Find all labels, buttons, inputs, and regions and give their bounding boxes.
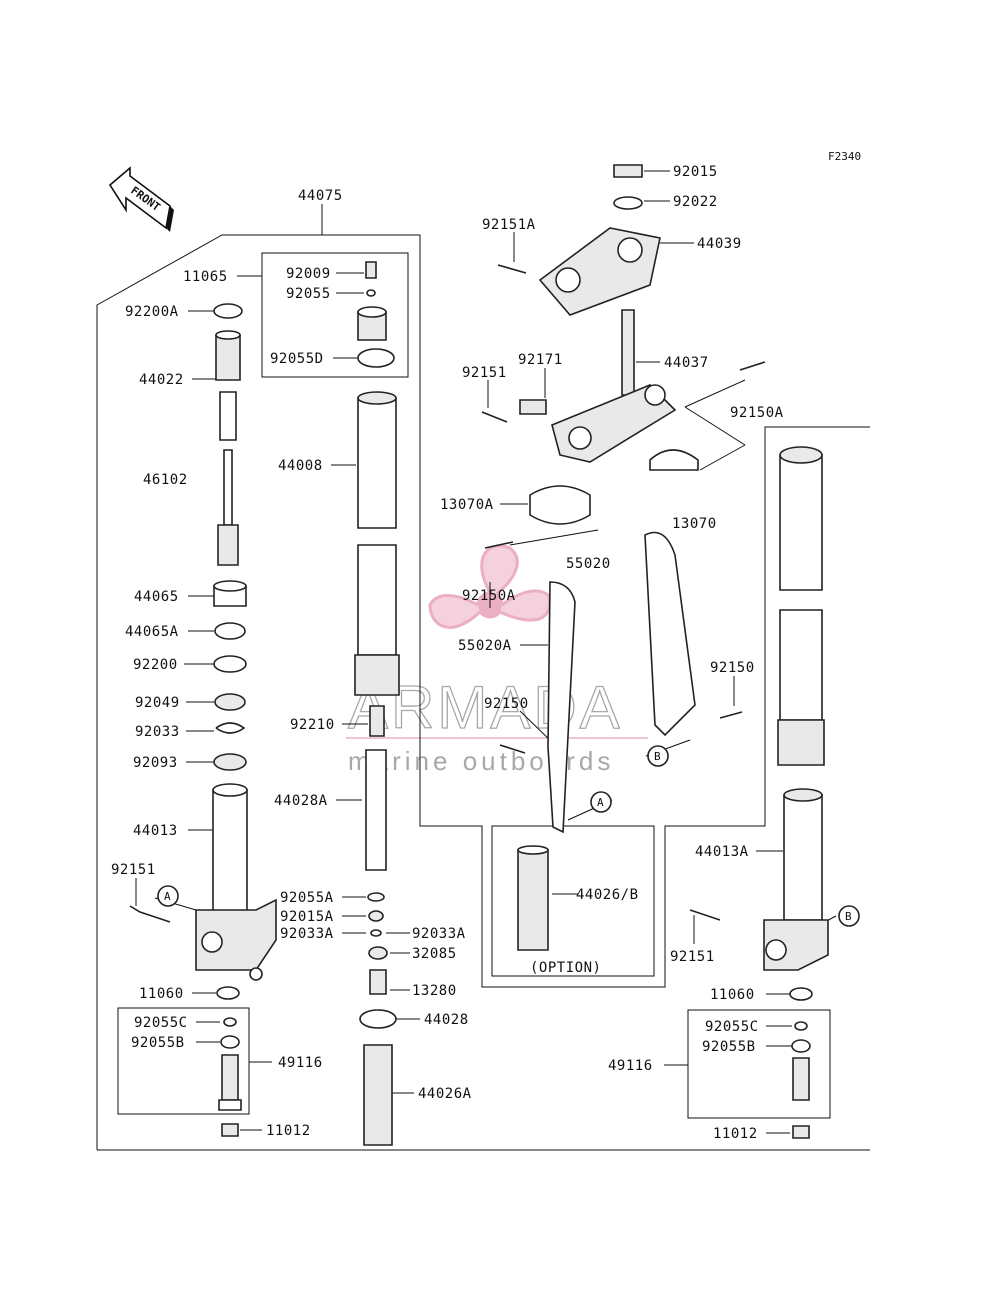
label-44013: 44013 [133, 823, 178, 839]
callout-b-right: B [845, 910, 852, 923]
figure-code: F2340 [828, 150, 861, 163]
left-fork-parts: A [129, 303, 277, 1137]
label-92033: 92033 [135, 724, 180, 740]
inset-box-option [491, 825, 655, 977]
assembly-outline-left [96, 234, 870, 1151]
label-44037: 44037 [664, 355, 709, 371]
label-44075: 44075 [298, 188, 343, 204]
label-92009: 92009 [286, 266, 331, 282]
callout-a-left: A [164, 890, 171, 903]
label-13070: 13070 [672, 516, 717, 532]
label-44026a: 44026A [418, 1086, 472, 1102]
fork-guard-parts: B A [499, 531, 743, 834]
label-44026b: 44026/B [576, 887, 639, 903]
label-44065a: 44065A [125, 624, 179, 640]
label-55020: 55020 [566, 556, 611, 572]
label-92055b-left: 92055B [131, 1035, 185, 1051]
label-92055c-left: 92055C [134, 1015, 188, 1031]
label-92150a-mid: 92150A [462, 588, 516, 604]
label-44039: 44039 [697, 236, 742, 252]
label-92055d: 92055D [270, 351, 324, 367]
label-92210: 92210 [290, 717, 335, 733]
label-92150a-top: 92150A [730, 405, 784, 421]
label-49116-left: 49116 [278, 1055, 323, 1071]
label-44065: 44065 [134, 589, 179, 605]
label-55020a: 55020A [458, 638, 512, 654]
option-spring [517, 845, 549, 951]
label-92151a: 92151A [482, 217, 536, 233]
label-92151-left: 92151 [111, 862, 156, 878]
label-44008: 44008 [278, 458, 323, 474]
right-fork-parts: B [689, 446, 860, 1139]
label-option: (OPTION) [530, 960, 601, 976]
label-11012-right: 11012 [713, 1126, 758, 1142]
label-92055a: 92055A [280, 890, 334, 906]
inset-box-49116-right [687, 1009, 831, 1119]
label-92033a-left: 92033A [280, 926, 334, 942]
label-92200: 92200 [133, 657, 178, 673]
label-92055: 92055 [286, 286, 331, 302]
label-32085: 32085 [412, 946, 457, 962]
label-44028a: 44028A [274, 793, 328, 809]
label-49116-right: 49116 [608, 1058, 653, 1074]
label-92015: 92015 [673, 164, 718, 180]
label-92055c-right: 92055C [705, 1019, 759, 1035]
label-92049: 92049 [135, 695, 180, 711]
part-labels: 44075 11065 92009 92055 92055D 92200A 44… [111, 164, 784, 1142]
inset-box-cap [261, 252, 409, 378]
label-13070a: 13070A [440, 497, 494, 513]
label-92151-right: 92151 [670, 949, 715, 965]
callout-b-mid: B [654, 750, 661, 763]
label-11065: 11065 [183, 269, 228, 285]
label-44022: 44022 [139, 372, 184, 388]
label-92022: 92022 [673, 194, 718, 210]
front-arrow-icon: FRONT [108, 166, 174, 232]
propeller-logo-icon [428, 544, 552, 629]
label-92150-right: 92150 [710, 660, 755, 676]
triple-clamp-parts [481, 164, 766, 549]
label-92055b-right: 92055B [702, 1039, 756, 1055]
callout-a-mid: A [597, 796, 604, 809]
label-44013a: 44013A [695, 844, 749, 860]
label-11012-left: 11012 [266, 1123, 311, 1139]
label-92150-mid: 92150 [484, 696, 529, 712]
label-92171: 92171 [518, 352, 563, 368]
inset-box-49116-left [117, 1007, 250, 1115]
label-44028: 44028 [424, 1012, 469, 1028]
label-92093: 92093 [133, 755, 178, 771]
label-92015a: 92015A [280, 909, 334, 925]
label-11060-left: 11060 [139, 986, 184, 1002]
label-92200a: 92200A [125, 304, 179, 320]
label-13280: 13280 [412, 983, 457, 999]
label-46102: 46102 [143, 472, 188, 488]
watermark-tagline: marine outboards [348, 746, 614, 776]
label-92033a-right: 92033A [412, 926, 466, 942]
cap-inset-parts [357, 261, 395, 368]
center-fork-parts [354, 391, 400, 1146]
label-92151-mid: 92151 [462, 365, 507, 381]
label-11060-right: 11060 [710, 987, 755, 1003]
